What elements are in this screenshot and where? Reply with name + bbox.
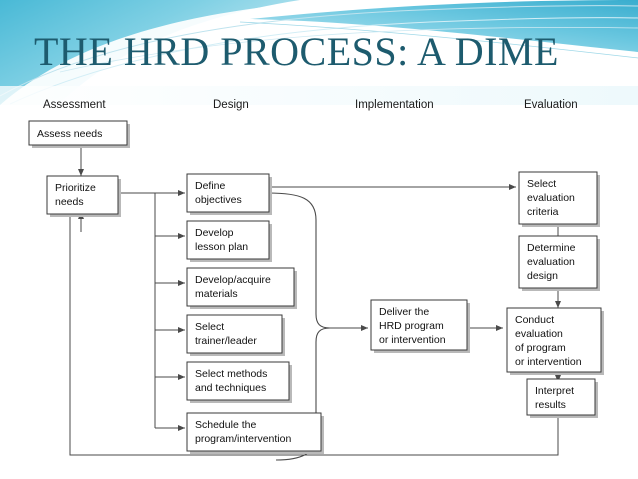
- box-label-line-1: Select methods: [195, 368, 267, 380]
- phase-label-assessment: Assessment: [43, 99, 106, 111]
- box-label-line-1: Deliver the: [379, 306, 429, 318]
- box-deliver-hrd-program[interactable]: Deliver the HRD program or intervention: [370, 299, 470, 353]
- box-select-trainer-leader[interactable]: Select trainer/leader: [186, 314, 285, 356]
- box-label-line-3: or intervention: [379, 334, 446, 346]
- box-select-evaluation-criteria[interactable]: Select evaluation criteria: [518, 171, 600, 227]
- box-determine-evaluation-design[interactable]: Determine evaluation design: [518, 235, 600, 291]
- box-label-line-3: criteria: [527, 206, 559, 218]
- box-label-line-1: Define: [195, 180, 226, 192]
- box-label-line-1: Prioritize: [55, 182, 96, 194]
- box-label-line-2: needs: [55, 196, 84, 208]
- box-outline: [28, 120, 128, 146]
- box-label-line-2: program/intervention: [195, 433, 291, 445]
- box-label-line-3: of program: [515, 342, 566, 354]
- box-label-line-2: and techniques: [195, 382, 266, 394]
- box-label-line-2: HRD program: [379, 320, 444, 332]
- box-select-methods-techniques[interactable]: Select methods and techniques: [186, 361, 292, 403]
- box-interpret-results[interactable]: Interpret results: [526, 378, 598, 418]
- box-conduct-evaluation[interactable]: Conduct evaluation of program or interve…: [506, 307, 604, 375]
- phase-label-implementation: Implementation: [355, 99, 434, 111]
- box-label-line-2: lesson plan: [195, 241, 248, 253]
- box-label-line-2: materials: [195, 288, 238, 300]
- box-label-line-3: design: [527, 270, 558, 282]
- box-label-line-2: evaluation: [515, 328, 563, 340]
- box-label-line-2: evaluation: [527, 192, 575, 204]
- box-schedule-program[interactable]: Schedule the program/intervention: [186, 412, 324, 454]
- box-define-objectives[interactable]: Define objectives: [186, 173, 272, 215]
- page-title: THE HRD PROCESS: A DIME: [34, 29, 559, 74]
- box-label-line-1: Develop: [195, 227, 234, 239]
- header-decoration: [0, 0, 638, 105]
- box-label-line-1: Conduct: [515, 314, 554, 326]
- box-label-line-2: results: [535, 399, 566, 411]
- box-label-line-2: objectives: [195, 194, 242, 206]
- box-label-line-1: Select: [195, 321, 224, 333]
- box-label-line-1: Interpret: [535, 385, 574, 397]
- box-label-line-1: Schedule the: [195, 419, 256, 431]
- box-prioritize-needs[interactable]: Prioritize needs: [46, 175, 121, 217]
- box-label-line-1: Develop/acquire: [195, 274, 271, 286]
- box-assess-needs[interactable]: Assess needs: [28, 120, 130, 148]
- box-label-line-1: Determine: [527, 242, 576, 254]
- box-develop-acquire-materials[interactable]: Develop/acquire materials: [186, 267, 297, 309]
- box-label: Assess needs: [37, 128, 102, 140]
- connector-design-bus: [118, 192, 156, 428]
- box-label-line-4: or intervention: [515, 356, 582, 368]
- phase-label-design: Design: [213, 99, 249, 111]
- box-label-line-1: Select: [527, 178, 556, 190]
- hrd-process-flowchart: Assessment Design Implementation Evaluat…: [0, 92, 638, 479]
- box-label-line-2: evaluation: [527, 256, 575, 268]
- box-label-line-2: trainer/leader: [195, 335, 257, 347]
- phase-label-evaluation: Evaluation: [524, 99, 578, 111]
- box-develop-lesson-plan[interactable]: Develop lesson plan: [186, 220, 272, 262]
